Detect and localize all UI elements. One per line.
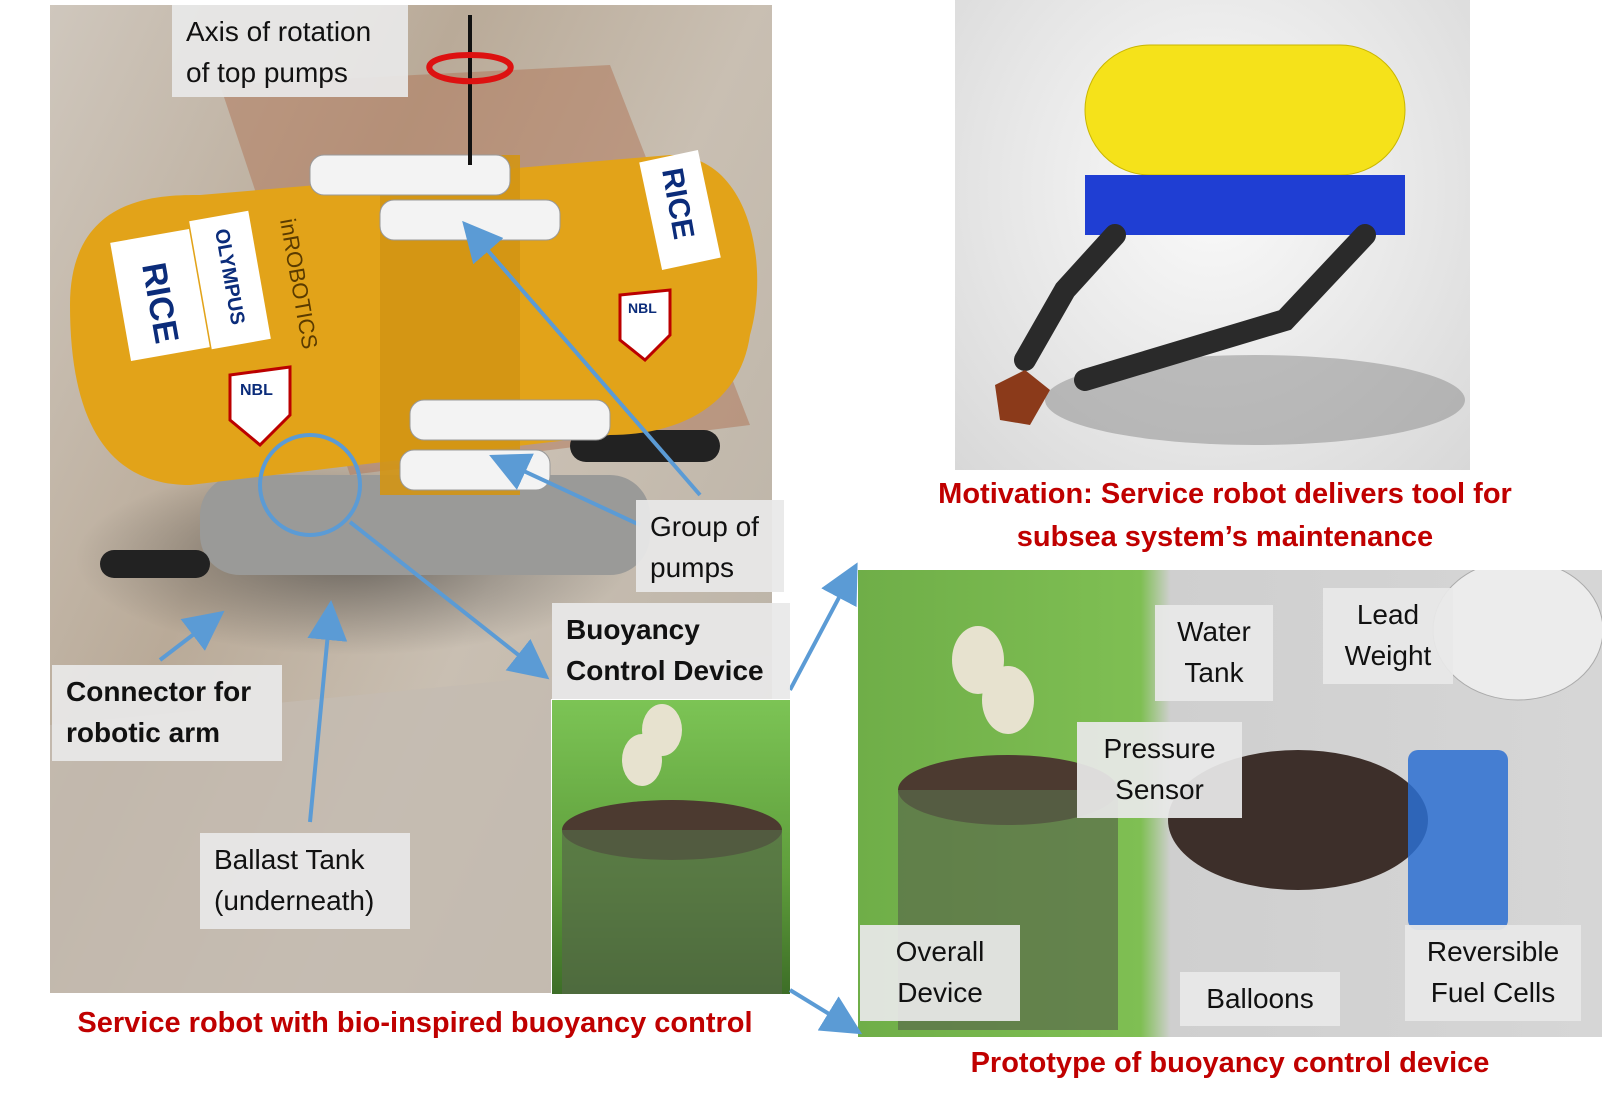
inset-illustration: [562, 704, 782, 994]
balloons-label: Balloons: [1180, 972, 1340, 1026]
render-base: [1085, 175, 1405, 235]
arrow-proto-top: [788, 562, 858, 691]
olympus-decal: [189, 210, 271, 350]
motivation-caption: Motivation: Service robot delivers tool …: [938, 478, 1512, 553]
ballast-label: Ballast Tank (underneath): [200, 833, 410, 929]
service-robot-render: [955, 0, 1470, 470]
nbl-badge-text: NBL: [240, 382, 273, 399]
device-jar: [562, 830, 782, 994]
pump: [309, 154, 511, 196]
fuel-cells-label: Reversible Fuel Cells: [1405, 925, 1581, 1021]
render-tool: [995, 370, 1050, 425]
lead-weight-label: Lead Weight: [1323, 588, 1453, 684]
pump: [409, 399, 611, 441]
group-pumps-label: Group of pumps: [636, 500, 784, 592]
render-leg-left: [1014, 224, 1126, 371]
buoyancy-device-inset: [551, 699, 791, 995]
rotation-arrow: [426, 52, 514, 85]
prototype-caption: Prototype of buoyancy control device: [970, 1047, 1490, 1079]
pressure-sensor-label: Pressure Sensor: [1077, 722, 1242, 818]
lead-weight-dish: [1432, 570, 1602, 701]
render-shadow: [1045, 355, 1465, 445]
balloon: [622, 734, 662, 786]
service-robot-caption: Service robot with bio-inspired buoyancy…: [77, 1007, 753, 1039]
overall-device-label: Overall Device: [860, 925, 1020, 1021]
nbl-badge: [228, 365, 292, 448]
render-illustration: [995, 44, 1465, 445]
balloon: [982, 666, 1034, 734]
render-leg-right: [1074, 224, 1376, 391]
render-tank: [1084, 44, 1406, 176]
connector-label: Connector for robotic arm: [52, 665, 282, 761]
pump: [379, 199, 561, 241]
buoyancy-device-label: Buoyancy Control Device: [552, 603, 790, 699]
rice-decal: [110, 228, 210, 362]
axis-rotation-label: Axis of rotation of top pumps: [172, 5, 408, 97]
water-tank-label: Water Tank: [1155, 605, 1273, 701]
connector-handle: [100, 550, 210, 578]
pump: [399, 449, 551, 491]
nbl-badge-text: NBL: [628, 300, 657, 316]
fuel-cell-stack: [1408, 750, 1508, 930]
